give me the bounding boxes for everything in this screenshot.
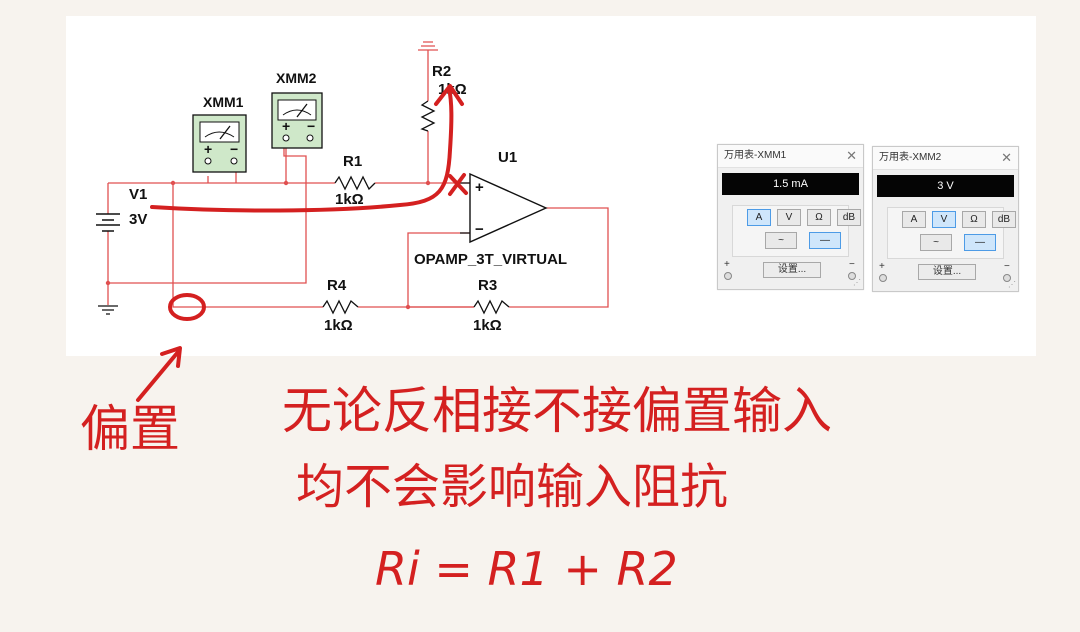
- r1-value: 1kΩ: [335, 191, 364, 208]
- r2-value: 1kΩ: [438, 81, 467, 98]
- resize-grip-icon[interactable]: ⋰: [1008, 280, 1016, 289]
- terminal-minus[interactable]: [848, 272, 856, 280]
- r3-value: 1kΩ: [473, 317, 502, 334]
- terminal-minus-label: −: [849, 259, 855, 270]
- terminal-plus-label: +: [879, 261, 885, 272]
- xmm2-plus: +: [282, 118, 290, 134]
- v1-name: V1: [129, 186, 147, 203]
- resistor-r1[interactable]: [334, 175, 376, 191]
- close-icon[interactable]: ✕: [1001, 150, 1012, 165]
- terminal-plus-label: +: [724, 259, 730, 270]
- meter-reading: 1.5 mA: [722, 173, 859, 195]
- mode-button-db[interactable]: dB: [992, 211, 1016, 228]
- terminal-plus[interactable]: [724, 272, 732, 280]
- resize-grip-icon[interactable]: ⋰: [853, 278, 861, 287]
- v1-value: 3V: [129, 211, 147, 228]
- xmm2-minus: −: [307, 118, 315, 134]
- mode-button-voltmeter[interactable]: V: [932, 211, 956, 228]
- ac-button[interactable]: ~: [765, 232, 797, 249]
- settings-button[interactable]: 设置...: [918, 264, 976, 280]
- r2-name: R2: [432, 63, 451, 80]
- dc-button[interactable]: —: [809, 232, 841, 249]
- opamp-u1[interactable]: [460, 172, 548, 244]
- ground-symbol-bottom: [98, 305, 118, 315]
- mode-button-db[interactable]: dB: [837, 209, 861, 226]
- meter-title: 万用表-XMM2: [879, 152, 942, 163]
- resistor-r3[interactable]: [473, 299, 510, 315]
- opamp-ref: U1: [498, 149, 517, 166]
- resistor-r2[interactable]: [420, 100, 436, 132]
- ac-button[interactable]: ~: [920, 234, 952, 251]
- dc-button[interactable]: —: [964, 234, 996, 251]
- meter-titlebar[interactable]: 万用表-XMM2 ✕: [873, 147, 1018, 170]
- meter-title: 万用表-XMM1: [724, 150, 787, 161]
- r4-value: 1kΩ: [324, 317, 353, 334]
- meter-controls: A V Ω dB ~ —: [887, 207, 1016, 259]
- meter-controls: A V Ω dB ~ —: [732, 205, 861, 257]
- terminal-minus-label: −: [1004, 261, 1010, 272]
- mode-button-ammeter[interactable]: A: [747, 209, 771, 226]
- multimeter-panel-xmm1[interactable]: 万用表-XMM1 ✕ 1.5 mA A V Ω dB ~ — + 设置... −…: [717, 144, 864, 290]
- battery-v1[interactable]: [96, 213, 120, 232]
- mode-button-voltmeter[interactable]: V: [777, 209, 801, 226]
- mode-button-ohmmeter[interactable]: Ω: [807, 209, 831, 226]
- opamp-minus-sign: −: [475, 221, 484, 238]
- note-line-2: 均不会影响输入阻抗: [296, 459, 728, 515]
- xmm1-plus: +: [204, 141, 212, 157]
- r1-name: R1: [343, 153, 362, 170]
- opamp-model: OPAMP_3T_VIRTUAL: [414, 251, 567, 268]
- mode-button-ohmmeter[interactable]: Ω: [962, 211, 986, 228]
- close-icon[interactable]: ✕: [846, 148, 857, 163]
- xmm1-minus: −: [230, 141, 238, 157]
- xmm2-label: XMM2: [276, 70, 317, 86]
- multimeter-panel-xmm2[interactable]: 万用表-XMM2 ✕ 3 V A V Ω dB ~ — + 设置... − ⋰: [872, 146, 1019, 292]
- schematic-canvas: V1 3V R1 1kΩ R2 1kΩ R4 1kΩ R3 1kΩ: [66, 16, 1036, 356]
- opamp-plus-sign: +: [475, 179, 484, 196]
- formula: Ri = R1 + R2: [375, 542, 678, 596]
- xmm1-label: XMM1: [203, 94, 244, 110]
- bias-label: 偏置: [80, 400, 180, 458]
- settings-button[interactable]: 设置...: [763, 262, 821, 278]
- meter-titlebar[interactable]: 万用表-XMM1 ✕: [718, 145, 863, 168]
- terminal-plus[interactable]: [879, 274, 887, 282]
- r4-name: R4: [327, 277, 347, 294]
- resistor-r4[interactable]: [322, 299, 359, 315]
- note-line-1: 无论反相接不接偏置输入: [282, 382, 832, 440]
- terminal-minus[interactable]: [1003, 274, 1011, 282]
- meter-reading: 3 V: [877, 175, 1014, 197]
- mode-button-ammeter[interactable]: A: [902, 211, 926, 228]
- r3-name: R3: [478, 277, 497, 294]
